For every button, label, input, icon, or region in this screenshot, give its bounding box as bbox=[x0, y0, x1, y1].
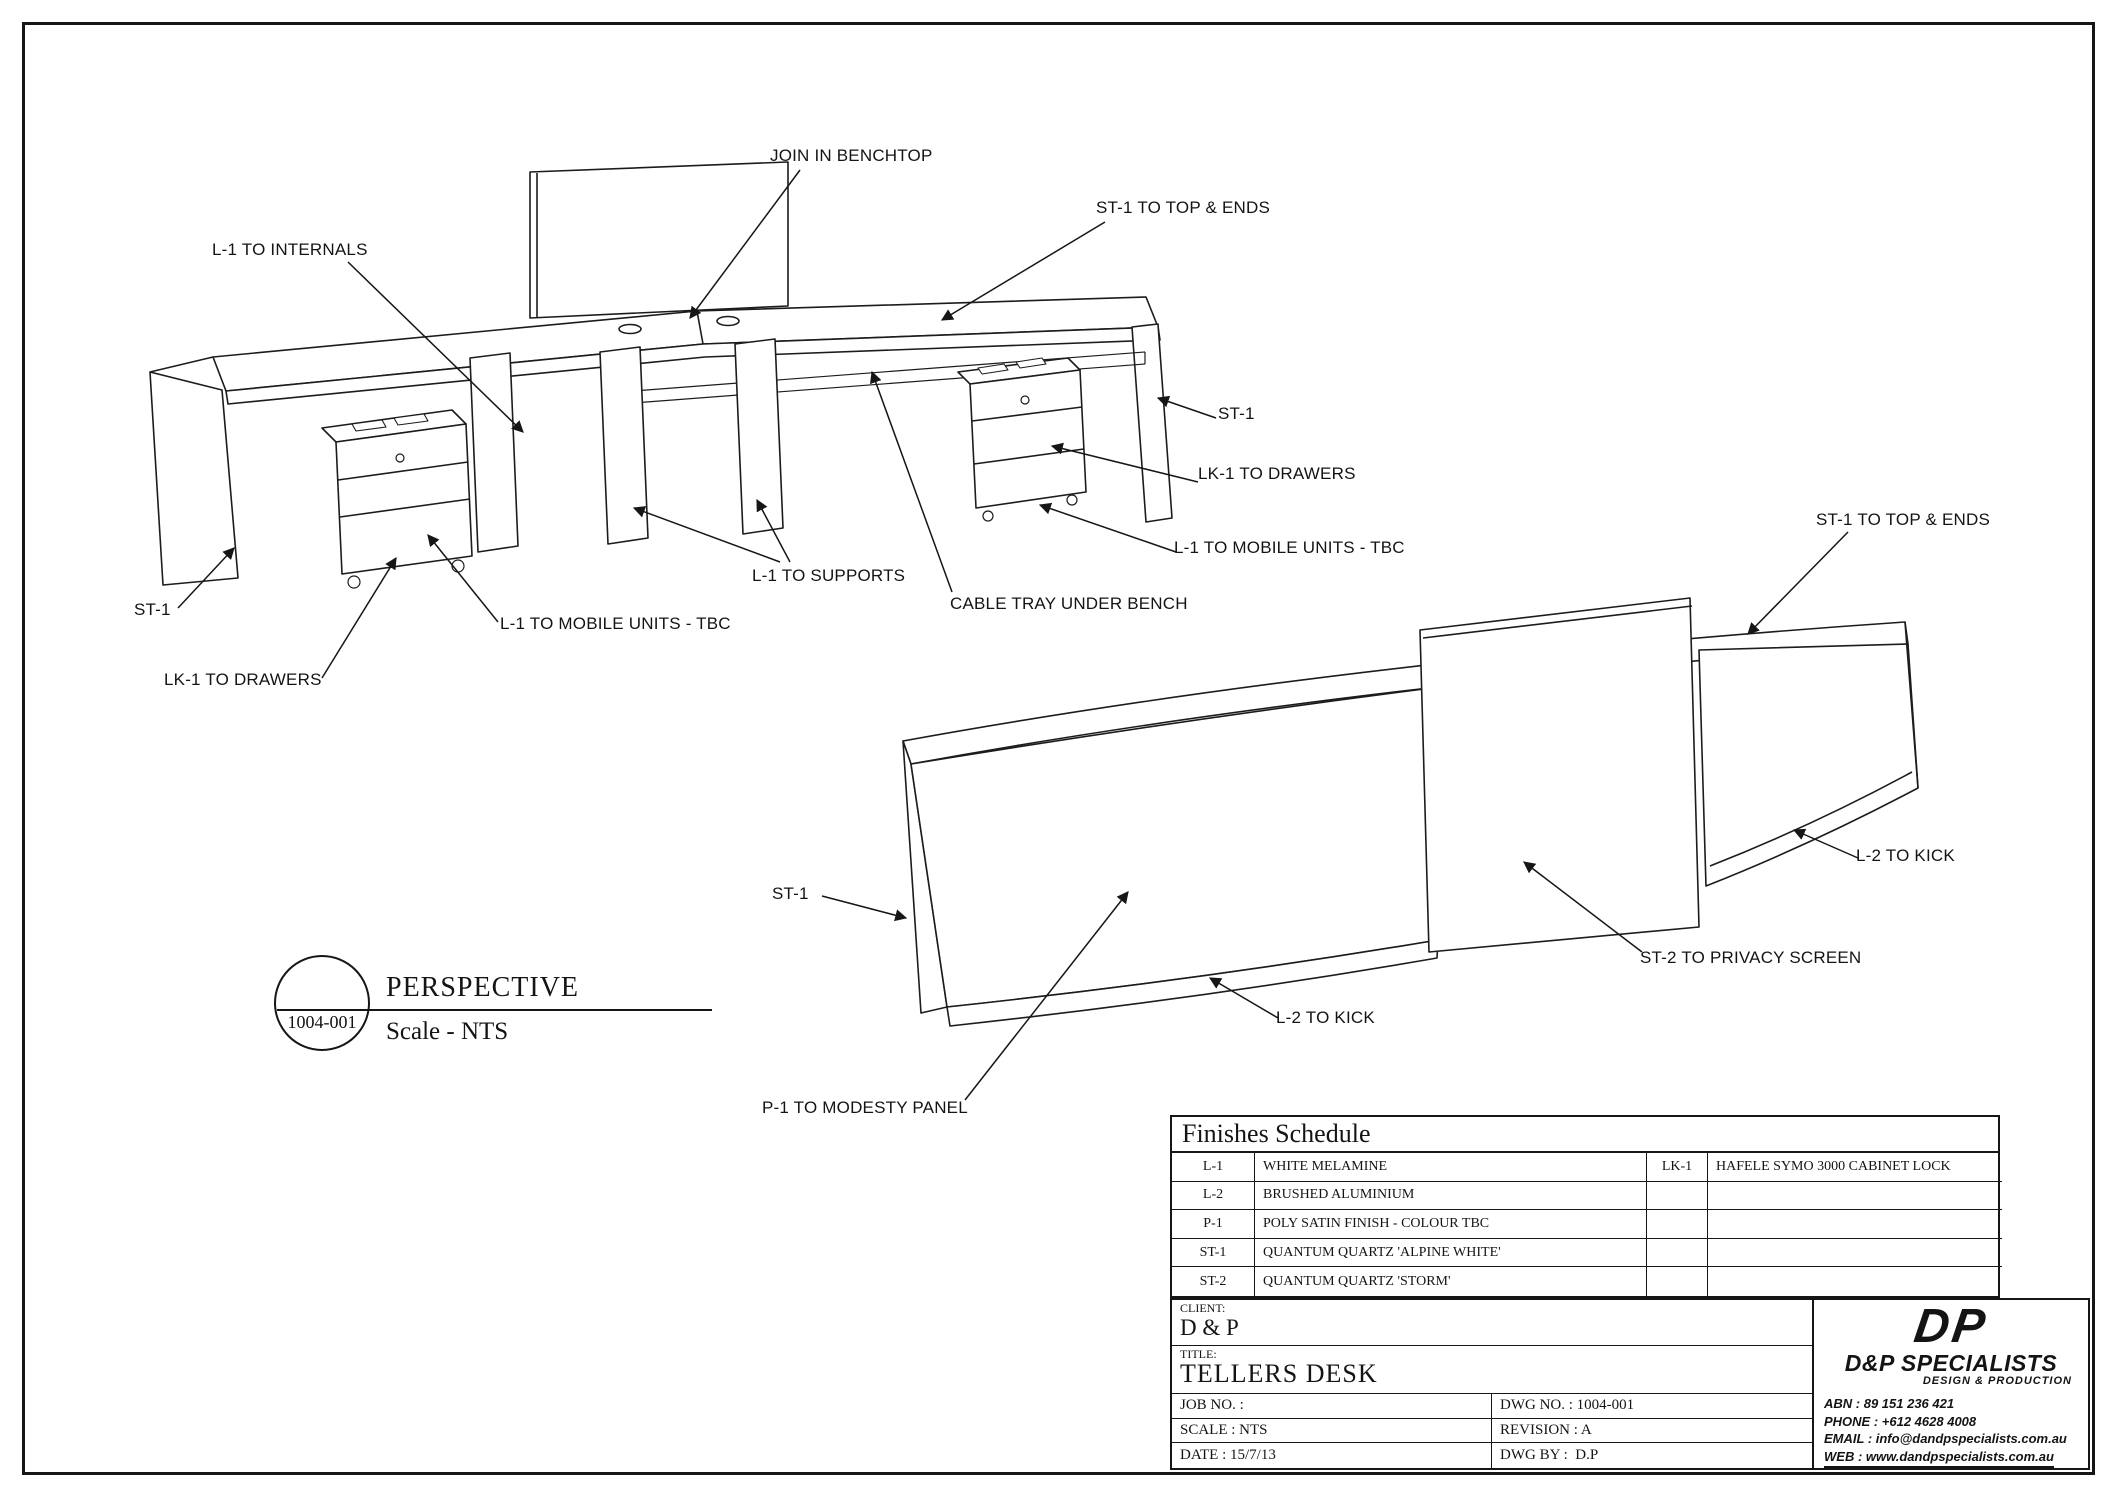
schedule-desc2 bbox=[1708, 1182, 2002, 1211]
schedule-code2 bbox=[1647, 1181, 1708, 1211]
annotation-l2-kick-right: L-2 TO KICK bbox=[1856, 846, 1955, 865]
schedule-desc2 bbox=[1708, 1267, 2002, 1296]
company-name: D&P SPECIALISTS bbox=[1844, 1350, 2058, 1376]
schedule-code2 bbox=[1647, 1238, 1708, 1268]
view-scale: Scale - NTS bbox=[386, 1018, 509, 1045]
support-panel bbox=[734, 338, 784, 535]
annotation-st2-privacy-screen: ST-2 TO PRIVACY SCREEN bbox=[1640, 948, 1862, 967]
support-panel bbox=[469, 352, 519, 553]
schedule-desc2: HAFELE SYMO 3000 CABINET LOCK bbox=[1708, 1153, 2002, 1182]
sheet-border-frame bbox=[22, 22, 2095, 1475]
job-no-cell: JOB NO. : bbox=[1172, 1394, 1492, 1419]
annotation-st1-left: ST-1 bbox=[134, 600, 171, 619]
drawer-lock bbox=[395, 453, 405, 463]
dwg-by-cell: DWG BY : D.P bbox=[1500, 1447, 1599, 1464]
top-perspective-drawing bbox=[149, 161, 1173, 589]
date-cell: DATE : 15/7/13 bbox=[1172, 1443, 1492, 1468]
annotation-st1-top-ends-top: ST-1 TO TOP & ENDS bbox=[1096, 198, 1270, 217]
annotation-lk1-drawers-left: LK-1 TO DRAWERS bbox=[164, 670, 322, 689]
company-contact: ABN : 89 151 236 421 PHONE : +612 4628 4… bbox=[1814, 1388, 2088, 1468]
right-kick-line bbox=[1709, 771, 1913, 867]
cable-grommet bbox=[716, 315, 740, 327]
client-value: D & P bbox=[1180, 1315, 1239, 1340]
finishes-schedule-title: Finishes Schedule bbox=[1172, 1117, 1998, 1153]
drawing-title: TELLERS DESK bbox=[1180, 1359, 1378, 1388]
kick-band bbox=[946, 939, 1439, 1027]
finishes-schedule: Finishes Schedule L-1 WHITE MELAMINE LK-… bbox=[1170, 1115, 2002, 1298]
schedule-code: L-2 bbox=[1172, 1181, 1255, 1211]
annotation-l1-mobile-left: L-1 TO MOBILE UNITS - TBC bbox=[500, 614, 731, 633]
title-block-grid: JOB NO. : DWG NO. : 1004-001 SCALE : NTS… bbox=[1172, 1394, 1812, 1468]
leader-lines bbox=[177, 169, 1859, 1101]
title-label: TITLE: bbox=[1180, 1347, 1217, 1361]
right-end-leg bbox=[1131, 323, 1173, 523]
scale-cell: SCALE : NTS bbox=[1172, 1418, 1492, 1444]
caster bbox=[347, 575, 361, 589]
title-row: TITLE: TELLERS DESK bbox=[1172, 1346, 1812, 1394]
schedule-code: L-1 bbox=[1172, 1153, 1255, 1182]
drawer-lock bbox=[1020, 395, 1030, 405]
annotation-st1-right: ST-1 bbox=[1218, 404, 1255, 423]
left-end-panel bbox=[149, 356, 239, 586]
schedule-desc2 bbox=[1708, 1239, 2002, 1268]
company-email: EMAIL : info@dandpspecialists.com.au bbox=[1824, 1431, 2067, 1447]
annotation-lk1-drawers-right: LK-1 TO DRAWERS bbox=[1198, 464, 1356, 483]
annotation-l2-kick-bottom: L-2 TO KICK bbox=[1276, 1008, 1375, 1027]
schedule-desc: WHITE MELAMINE bbox=[1255, 1153, 1647, 1182]
caster bbox=[982, 510, 994, 522]
company-logo-block: DP D&P SPECIALISTS DESIGN & PRODUCTION A… bbox=[1814, 1298, 2090, 1470]
finishes-schedule-grid: L-1 WHITE MELAMINE LK-1 HAFELE SYMO 3000… bbox=[1172, 1153, 2002, 1296]
title-block: CLIENT: D & P TITLE: TELLERS DESK JOB NO… bbox=[1170, 1298, 1814, 1470]
schedule-code2 bbox=[1647, 1210, 1708, 1239]
client-label: CLIENT: bbox=[1180, 1301, 1226, 1315]
schedule-code2 bbox=[1647, 1267, 1708, 1296]
schedule-desc: BRUSHED ALUMINIUM bbox=[1255, 1181, 1647, 1211]
annotation-l1-internals: L-1 TO INTERNALS bbox=[212, 240, 368, 259]
caster bbox=[1066, 494, 1078, 506]
annotation-l1-supports: L-1 TO SUPPORTS bbox=[752, 566, 906, 585]
annotation-l1-mobile-right: L-1 TO MOBILE UNITS - TBC bbox=[1174, 538, 1405, 557]
dwg-no-cell: DWG NO. : 1004-001 bbox=[1492, 1394, 1812, 1419]
right-mobile-pedestal bbox=[957, 357, 1087, 522]
schedule-desc: POLY SATIN FINISH - COLOUR TBC bbox=[1255, 1210, 1647, 1239]
company-tagline: DESIGN & PRODUCTION bbox=[1922, 1375, 2072, 1388]
schedule-code: ST-2 bbox=[1172, 1267, 1255, 1296]
company-abn: ABN : 89 151 236 421 bbox=[1824, 1396, 1955, 1412]
annotation-join-in-benchtop: JOIN IN BENCHTOP bbox=[770, 146, 933, 165]
company-phone: PHONE : +612 4628 4008 bbox=[1824, 1413, 1977, 1429]
dp-logo: DP bbox=[1911, 1300, 1992, 1353]
callout-drawing-number: 1004-001 bbox=[287, 1012, 357, 1032]
right-end-edge bbox=[1904, 621, 1919, 789]
right-return-face bbox=[1698, 643, 1919, 887]
schedule-code2: LK-1 bbox=[1647, 1153, 1708, 1182]
schedule-desc: QUANTUM QUARTZ 'ALPINE WHITE' bbox=[1255, 1238, 1647, 1268]
callout-circle bbox=[274, 955, 370, 1051]
company-web: WEB : www.dandpspecialists.com.au bbox=[1824, 1448, 2054, 1468]
client-row: CLIENT: D & P bbox=[1172, 1300, 1812, 1346]
schedule-desc2 bbox=[1708, 1210, 2002, 1239]
support-panel bbox=[599, 346, 649, 545]
view-callout bbox=[274, 955, 712, 1051]
schedule-code: ST-1 bbox=[1172, 1238, 1255, 1268]
schedule-desc: QUANTUM QUARTZ 'STORM' bbox=[1255, 1267, 1647, 1296]
bottom-perspective-drawing bbox=[902, 597, 1919, 1027]
annotation-cable-tray: CABLE TRAY UNDER BENCH bbox=[950, 594, 1188, 613]
annotation-st1-top-ends-bottom: ST-1 TO TOP & ENDS bbox=[1816, 510, 1990, 529]
rear-privacy-screen bbox=[529, 161, 789, 319]
privacy-screen bbox=[1419, 597, 1700, 953]
revision-cell: REVISION : A bbox=[1492, 1419, 1812, 1444]
annotation-st1-bottom-left: ST-1 bbox=[772, 884, 809, 903]
view-title: PERSPECTIVE bbox=[386, 972, 580, 1003]
schedule-code: P-1 bbox=[1172, 1210, 1255, 1239]
annotation-p1-modesty-panel: P-1 TO MODESTY PANEL bbox=[762, 1098, 968, 1117]
cable-grommet bbox=[618, 323, 642, 335]
